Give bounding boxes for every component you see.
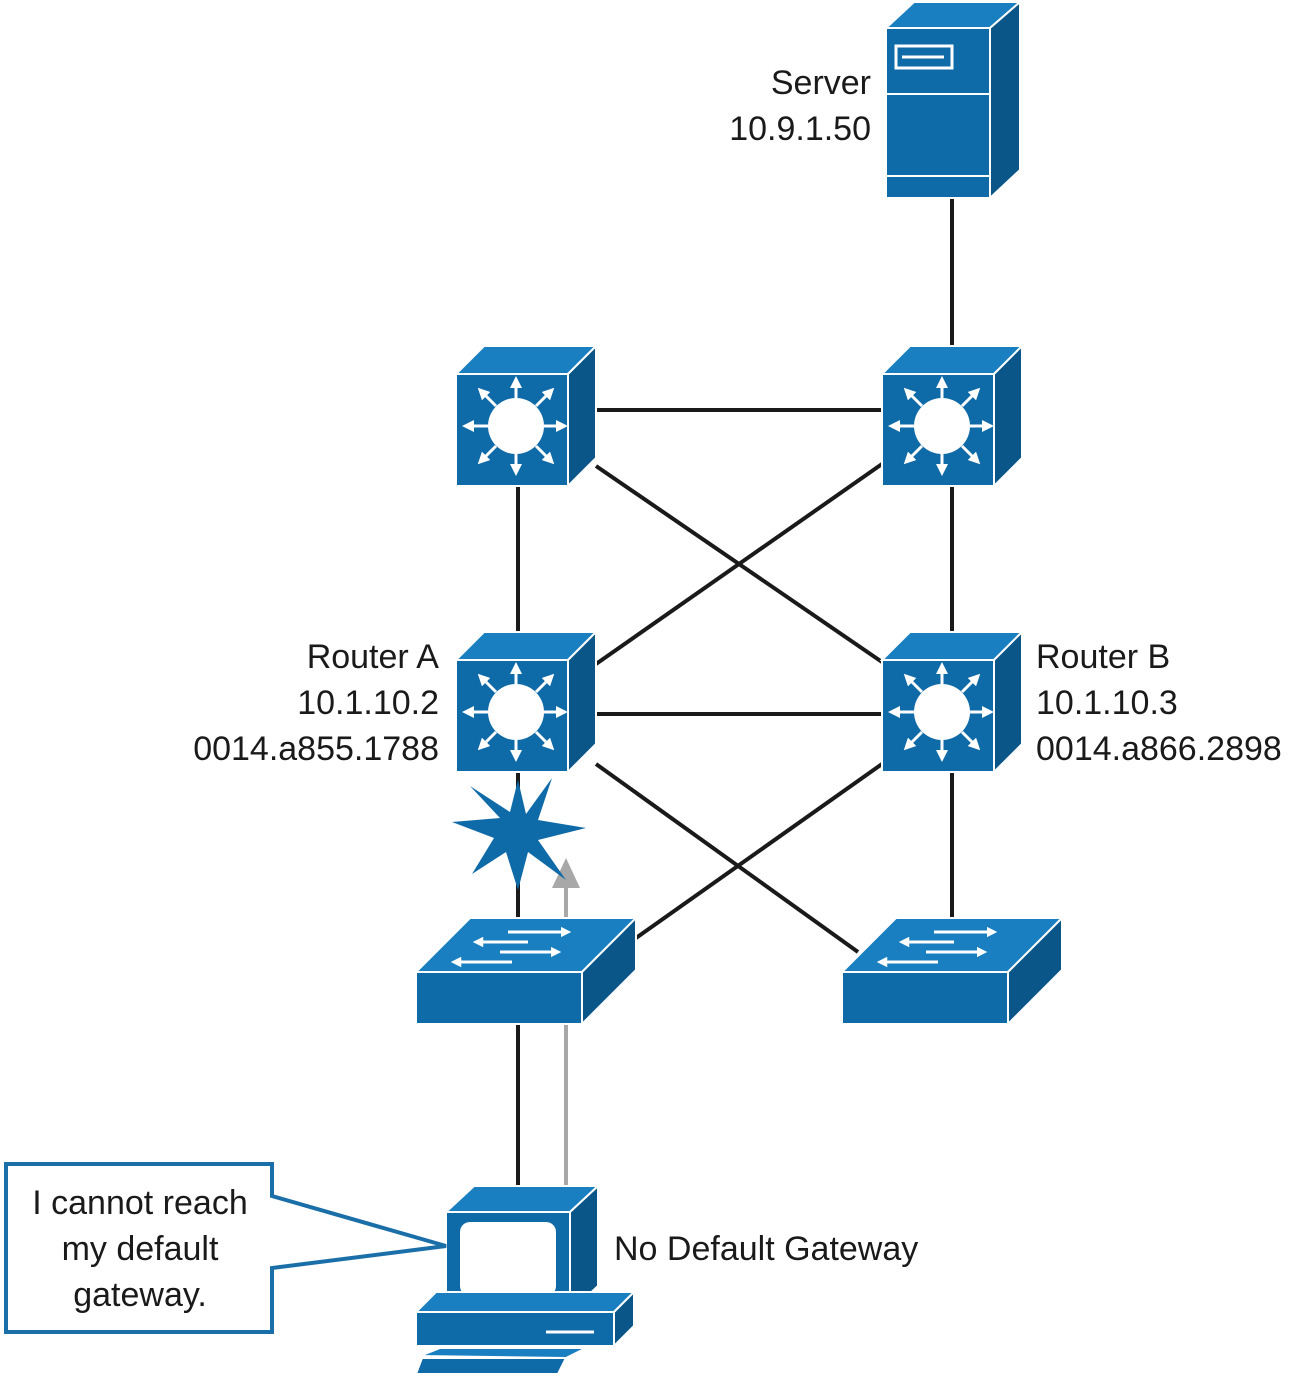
router-a-label: Router A 10.1.10.2 0014.a855.1788 (193, 634, 439, 772)
callout-line-3: gateway. (73, 1276, 207, 1314)
router-b-ip: 10.1.10.3 (1036, 684, 1178, 722)
server-ip: 10.9.1.50 (729, 110, 871, 148)
core-switch-right (882, 346, 1022, 486)
router-b-mac: 0014.a866.2898 (1036, 730, 1282, 768)
link-router-b-access-switch-left (634, 762, 884, 940)
router-a-icon (456, 632, 596, 772)
workstation-icon (413, 1183, 637, 1375)
access-switch-left (416, 918, 636, 1024)
callout-line-1: I cannot reach (32, 1184, 248, 1222)
server-name: Server (770, 64, 871, 102)
router-a-name: Router A (306, 638, 439, 676)
failure-burst-icon (452, 778, 586, 890)
link-core-right-router-a (594, 462, 884, 666)
router-b-name: Router B (1036, 638, 1171, 676)
host-label: No Default Gateway (614, 1230, 919, 1268)
core-switch-left (456, 346, 596, 486)
router-a-ip: 10.1.10.2 (297, 684, 439, 722)
server-icon (883, 0, 1023, 201)
access-switch-right (842, 918, 1062, 1024)
server-label: Server 10.9.1.50 (729, 60, 871, 152)
router-a-mac: 0014.a855.1788 (193, 730, 439, 768)
callout-text: I cannot reach my default gateway. (8, 1180, 272, 1318)
callout-line-2: my default (61, 1230, 219, 1268)
speech-callout (4, 1162, 447, 1334)
router-b-icon (882, 632, 1022, 772)
router-b-label: Router B 10.1.10.3 0014.a866.2898 (1036, 634, 1282, 772)
link-router-a-access-switch-right (594, 762, 860, 954)
